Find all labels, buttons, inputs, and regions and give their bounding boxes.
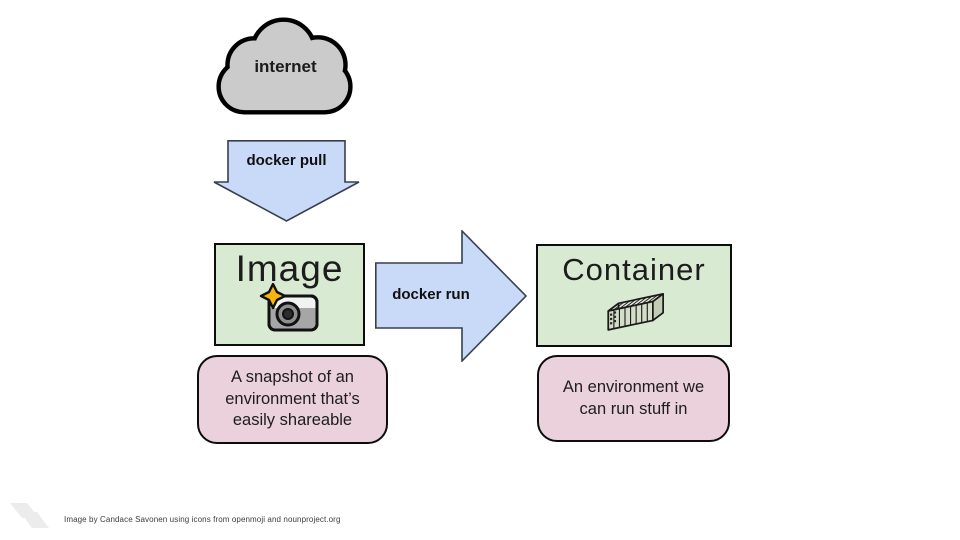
container-note: An environment we can run stuff in: [537, 355, 730, 442]
right-arrow-icon: [375, 230, 527, 362]
container-note-text: An environment we can run stuff in: [562, 377, 705, 418]
docker-run-arrow: docker run: [375, 230, 527, 362]
shipping-container-icon: [607, 293, 664, 331]
image-node-title: Image: [235, 248, 344, 289]
camera-with-flash-icon: [259, 282, 318, 332]
image-note: A snapshot of an environment that’s easi…: [197, 355, 388, 444]
down-arrow-icon: [213, 140, 360, 222]
docker-pull-arrow: docker pull: [213, 140, 360, 222]
container-node-title: Container: [562, 252, 706, 287]
deck-logo-icon: [10, 503, 49, 528]
image-node: Image: [214, 243, 365, 346]
container-node: Container: [536, 244, 732, 347]
cloud-icon: [216, 17, 353, 115]
cloud-label: internet: [254, 57, 317, 76]
internet-cloud: internet: [213, 13, 358, 118]
docker-pull-label: docker pull: [246, 152, 327, 169]
image-note-text: A snapshot of an environment that’s easi…: [225, 367, 360, 430]
docker-run-label: docker run: [392, 286, 470, 303]
image-credit: Image by Candace Savonen using icons fro…: [64, 515, 341, 524]
